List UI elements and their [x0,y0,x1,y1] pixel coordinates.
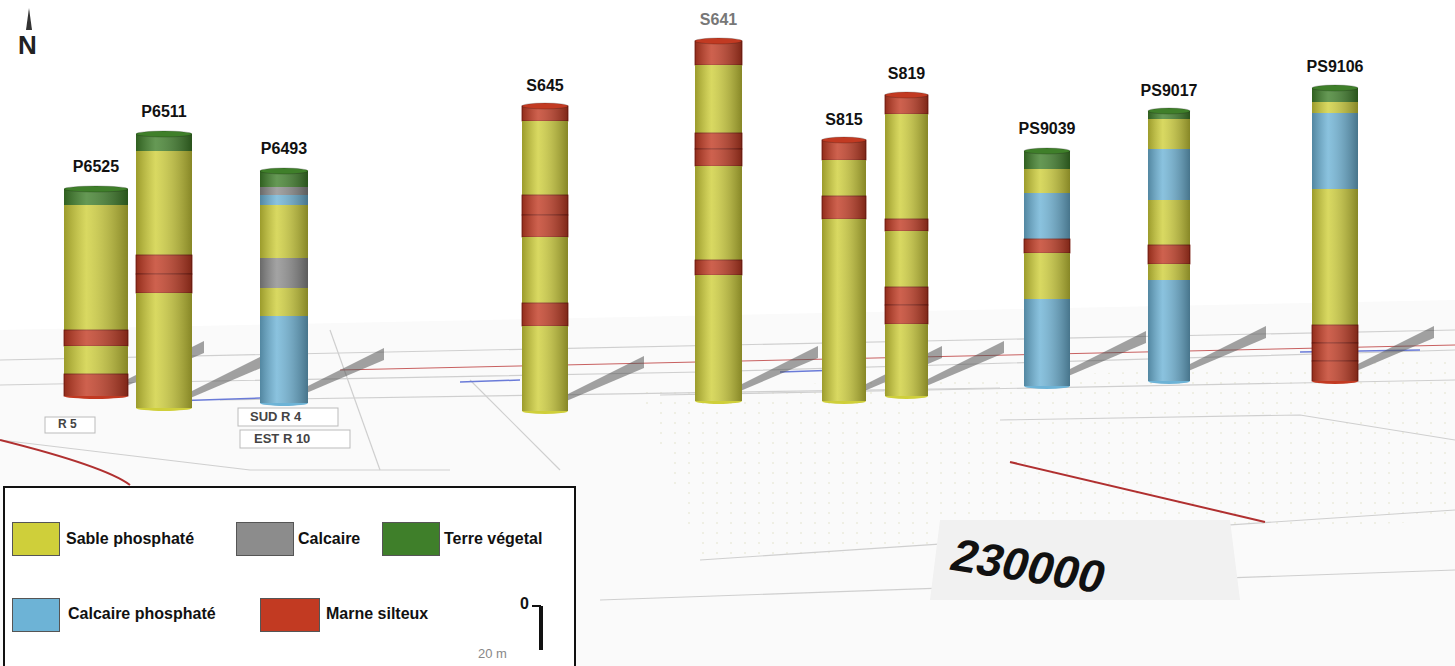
legend-text: Terre végetal [444,530,542,548]
borehole-name: S645 [526,77,563,95]
column-shadow [564,356,644,402]
column-body [822,137,866,406]
borehole-column: P6511 [136,103,192,413]
legend-text: Calcaire phosphaté [68,605,216,623]
map-label-boxes [45,408,350,448]
column-body [1312,85,1358,386]
column-body [885,92,928,401]
borehole-name: P6493 [261,140,307,158]
borehole-name: PS9017 [1141,82,1198,100]
legend-panel [4,487,575,666]
borehole-name: S819 [888,65,925,83]
scale-length: 20 m [478,646,507,661]
map-label: R 5 [58,417,77,431]
legend-swatch [236,522,294,556]
borehole-name: P6511 [141,103,186,121]
borehole-name: S815 [825,111,862,129]
column-shadow [924,341,1004,387]
borehole-name: S641 [700,11,737,29]
legend-text: Calcaire [298,530,360,548]
borehole-name: PS9039 [1019,120,1076,138]
legend-swatch [382,522,440,556]
column-body [260,168,308,408]
scale-bar [532,606,541,650]
borehole-name: P6525 [73,158,119,176]
column-shadow [1186,326,1266,372]
column-body [1148,108,1190,386]
column-body [695,38,742,406]
north-label: N [18,30,37,61]
column-body [136,131,192,413]
borehole-name: PS9106 [1307,58,1364,76]
column-shadow [1354,326,1434,372]
borehole-column: PS9106 [1312,58,1358,386]
column-shadow [188,353,268,399]
column-shadow [304,348,384,394]
legend-swatch [12,598,60,632]
map-label: SUD R 4 [250,409,301,424]
map-label: EST R 10 [254,431,310,446]
legend-text: Marne silteux [326,605,428,623]
borehole-column: P6525 [64,158,128,401]
scale-zero: 0 [520,595,529,613]
borehole-column: S819 [885,65,928,401]
borehole-column: S815 [822,111,866,406]
borehole-column: S641 [695,11,742,406]
column-body [64,186,128,401]
legend-text: Sable phosphaté [66,530,194,548]
borehole-column: PS9017 [1148,82,1190,386]
borehole-column: PS9039 [1024,120,1070,391]
borehole-column: S645 [522,77,568,416]
legend-swatch [12,522,60,556]
column-body [522,103,568,416]
north-arrow [26,8,32,30]
column-body [1024,148,1070,391]
column-shadow [738,346,818,392]
borehole-column: P6493 [260,140,308,408]
column-shadow [1066,331,1146,377]
legend-swatch [260,598,320,632]
